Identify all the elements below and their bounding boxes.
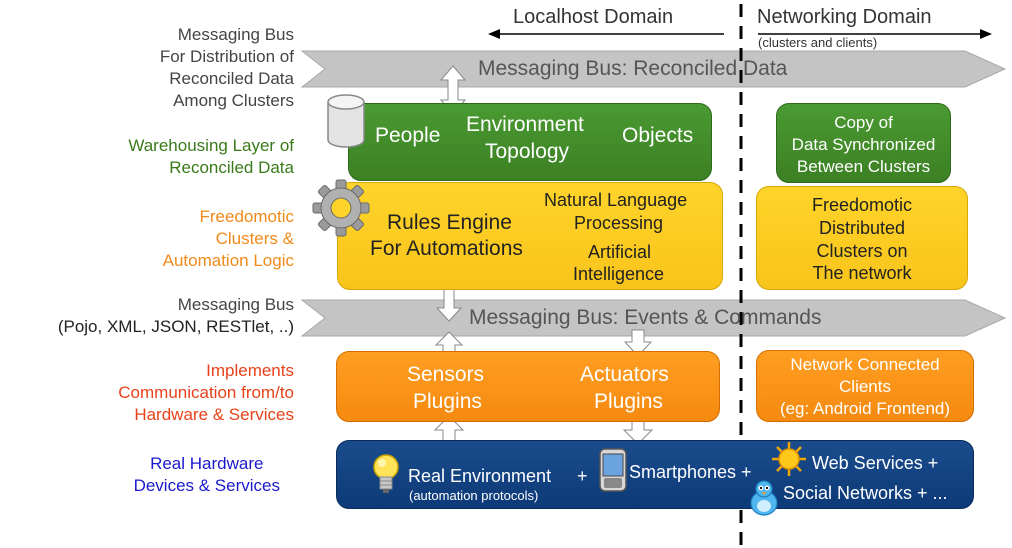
warehouse-objects: Objects	[622, 124, 694, 147]
label-line: Messaging Bus	[177, 295, 294, 314]
localhost-domain-label: Localhost Domain	[513, 6, 674, 28]
network-clients-box: Network Connected Clients (eg: Android F…	[756, 350, 974, 422]
network-copy-box: Copy of Data Synchronized Between Cluste…	[776, 103, 951, 183]
label-events-bus: Messaging Bus (Pojo, XML, JSON, RESTlet,…	[58, 294, 294, 338]
localhost-domain-arrow	[488, 29, 724, 39]
reconciled-bus-label: Messaging Bus: Reconciled Data	[478, 57, 788, 80]
label-line: Clusters &	[215, 229, 294, 248]
network-copy-line-3: Between Clusters	[796, 157, 931, 176]
smartphones-text: Smartphones +	[629, 462, 752, 482]
social-networks-text: Social Networks + ...	[783, 483, 948, 503]
network-clusters-line-3: Clusters on	[816, 241, 908, 261]
label-line: Freedomotic	[199, 207, 294, 226]
network-clusters-line-1: Freedomotic	[811, 195, 913, 215]
network-copy-line-1: Copy of	[834, 113, 893, 132]
real-environment-plus: +	[577, 466, 588, 486]
label-line: Devices & Services	[133, 476, 280, 495]
label-line: Messaging Bus	[177, 25, 294, 44]
label-line: Reconciled Data	[169, 69, 294, 88]
hardware-box: Real Environment + (automation protocols…	[336, 440, 974, 509]
real-environment-text: Real Environment	[408, 466, 552, 486]
actuators-text-1: Actuators	[580, 363, 669, 386]
events-bus-shape	[300, 299, 1007, 337]
smartphone-icon	[599, 448, 627, 492]
network-clusters-line-4: The network	[812, 263, 912, 283]
network-copy-line-2: Data Synchronized	[791, 135, 936, 154]
sensors-text-2: Plugins	[413, 390, 482, 413]
gear-icon	[312, 179, 370, 237]
network-clients-line-1: Network Connected	[790, 355, 940, 374]
actuators-text-2: Plugins	[594, 390, 663, 413]
warehouse-box: People Environment Topology Objects	[348, 103, 712, 181]
label-hardware: Real Hardware Devices & Services	[134, 453, 280, 497]
warehouse-people: People	[375, 124, 441, 147]
nlp-text-2: Processing	[574, 213, 664, 233]
for-automations-text: For Automations	[370, 237, 523, 260]
lightbulb-icon	[373, 454, 399, 493]
network-clients-line-2: Clients	[839, 377, 891, 396]
label-line: (Pojo, XML, JSON, RESTlet, ..)	[57, 317, 294, 336]
web-services-text: Web Services +	[812, 453, 939, 473]
sun-icon	[772, 442, 806, 476]
networking-domain-label: Networking Domain	[757, 6, 932, 28]
down-arrow-actuators-top	[623, 329, 653, 357]
label-line: Among Clusters	[173, 91, 294, 110]
label-warehousing: Warehousing Layer of Reconciled Data	[128, 135, 294, 179]
label-line: Communication from/to	[118, 383, 294, 402]
real-environment-subtext: (automation protocols)	[409, 488, 539, 503]
warehouse-environment: Environment	[466, 113, 584, 136]
rules-box: Rules Engine For Automations Natural Lan…	[337, 182, 723, 290]
label-line: Hardware & Services	[134, 405, 294, 424]
nlp-text-1: Natural Language	[544, 190, 688, 210]
database-icon	[327, 94, 365, 148]
ai-text-2: Intelligence	[573, 264, 665, 284]
warehouse-topology: Topology	[485, 140, 570, 163]
networking-domain-arrow	[758, 29, 992, 39]
reconciled-bus-shape	[300, 50, 1007, 88]
events-bus-label: Messaging Bus: Events & Commands	[469, 306, 822, 329]
label-implements: Implements Communication from/to Hardwar…	[118, 360, 294, 426]
label-line: Reconciled Data	[169, 158, 294, 177]
ai-text-1: Artificial	[588, 242, 652, 262]
label-line: For Distribution of	[159, 47, 294, 66]
label-line: Real Hardware	[150, 454, 264, 473]
network-clusters-line-2: Distributed	[818, 218, 906, 238]
sensors-text-1: Sensors	[407, 363, 485, 386]
plugins-box: Sensors Plugins Actuators Plugins	[336, 351, 720, 422]
rules-engine-text: Rules Engine	[387, 211, 512, 234]
label-freedomotic: Freedomotic Clusters & Automation Logic	[163, 206, 294, 272]
label-line: Automation Logic	[162, 251, 294, 270]
network-clusters-box: Freedomotic Distributed Clusters on The …	[756, 186, 968, 290]
bird-icon	[750, 480, 778, 516]
label-reconciled-bus: Messaging Bus For Distribution of Reconc…	[160, 24, 294, 112]
label-line: Implements	[206, 361, 294, 380]
network-clients-line-3: (eg: Android Frontend)	[779, 399, 951, 418]
networking-domain-sublabel: (clusters and clients)	[758, 35, 878, 50]
label-line: Warehousing Layer of	[128, 136, 294, 155]
